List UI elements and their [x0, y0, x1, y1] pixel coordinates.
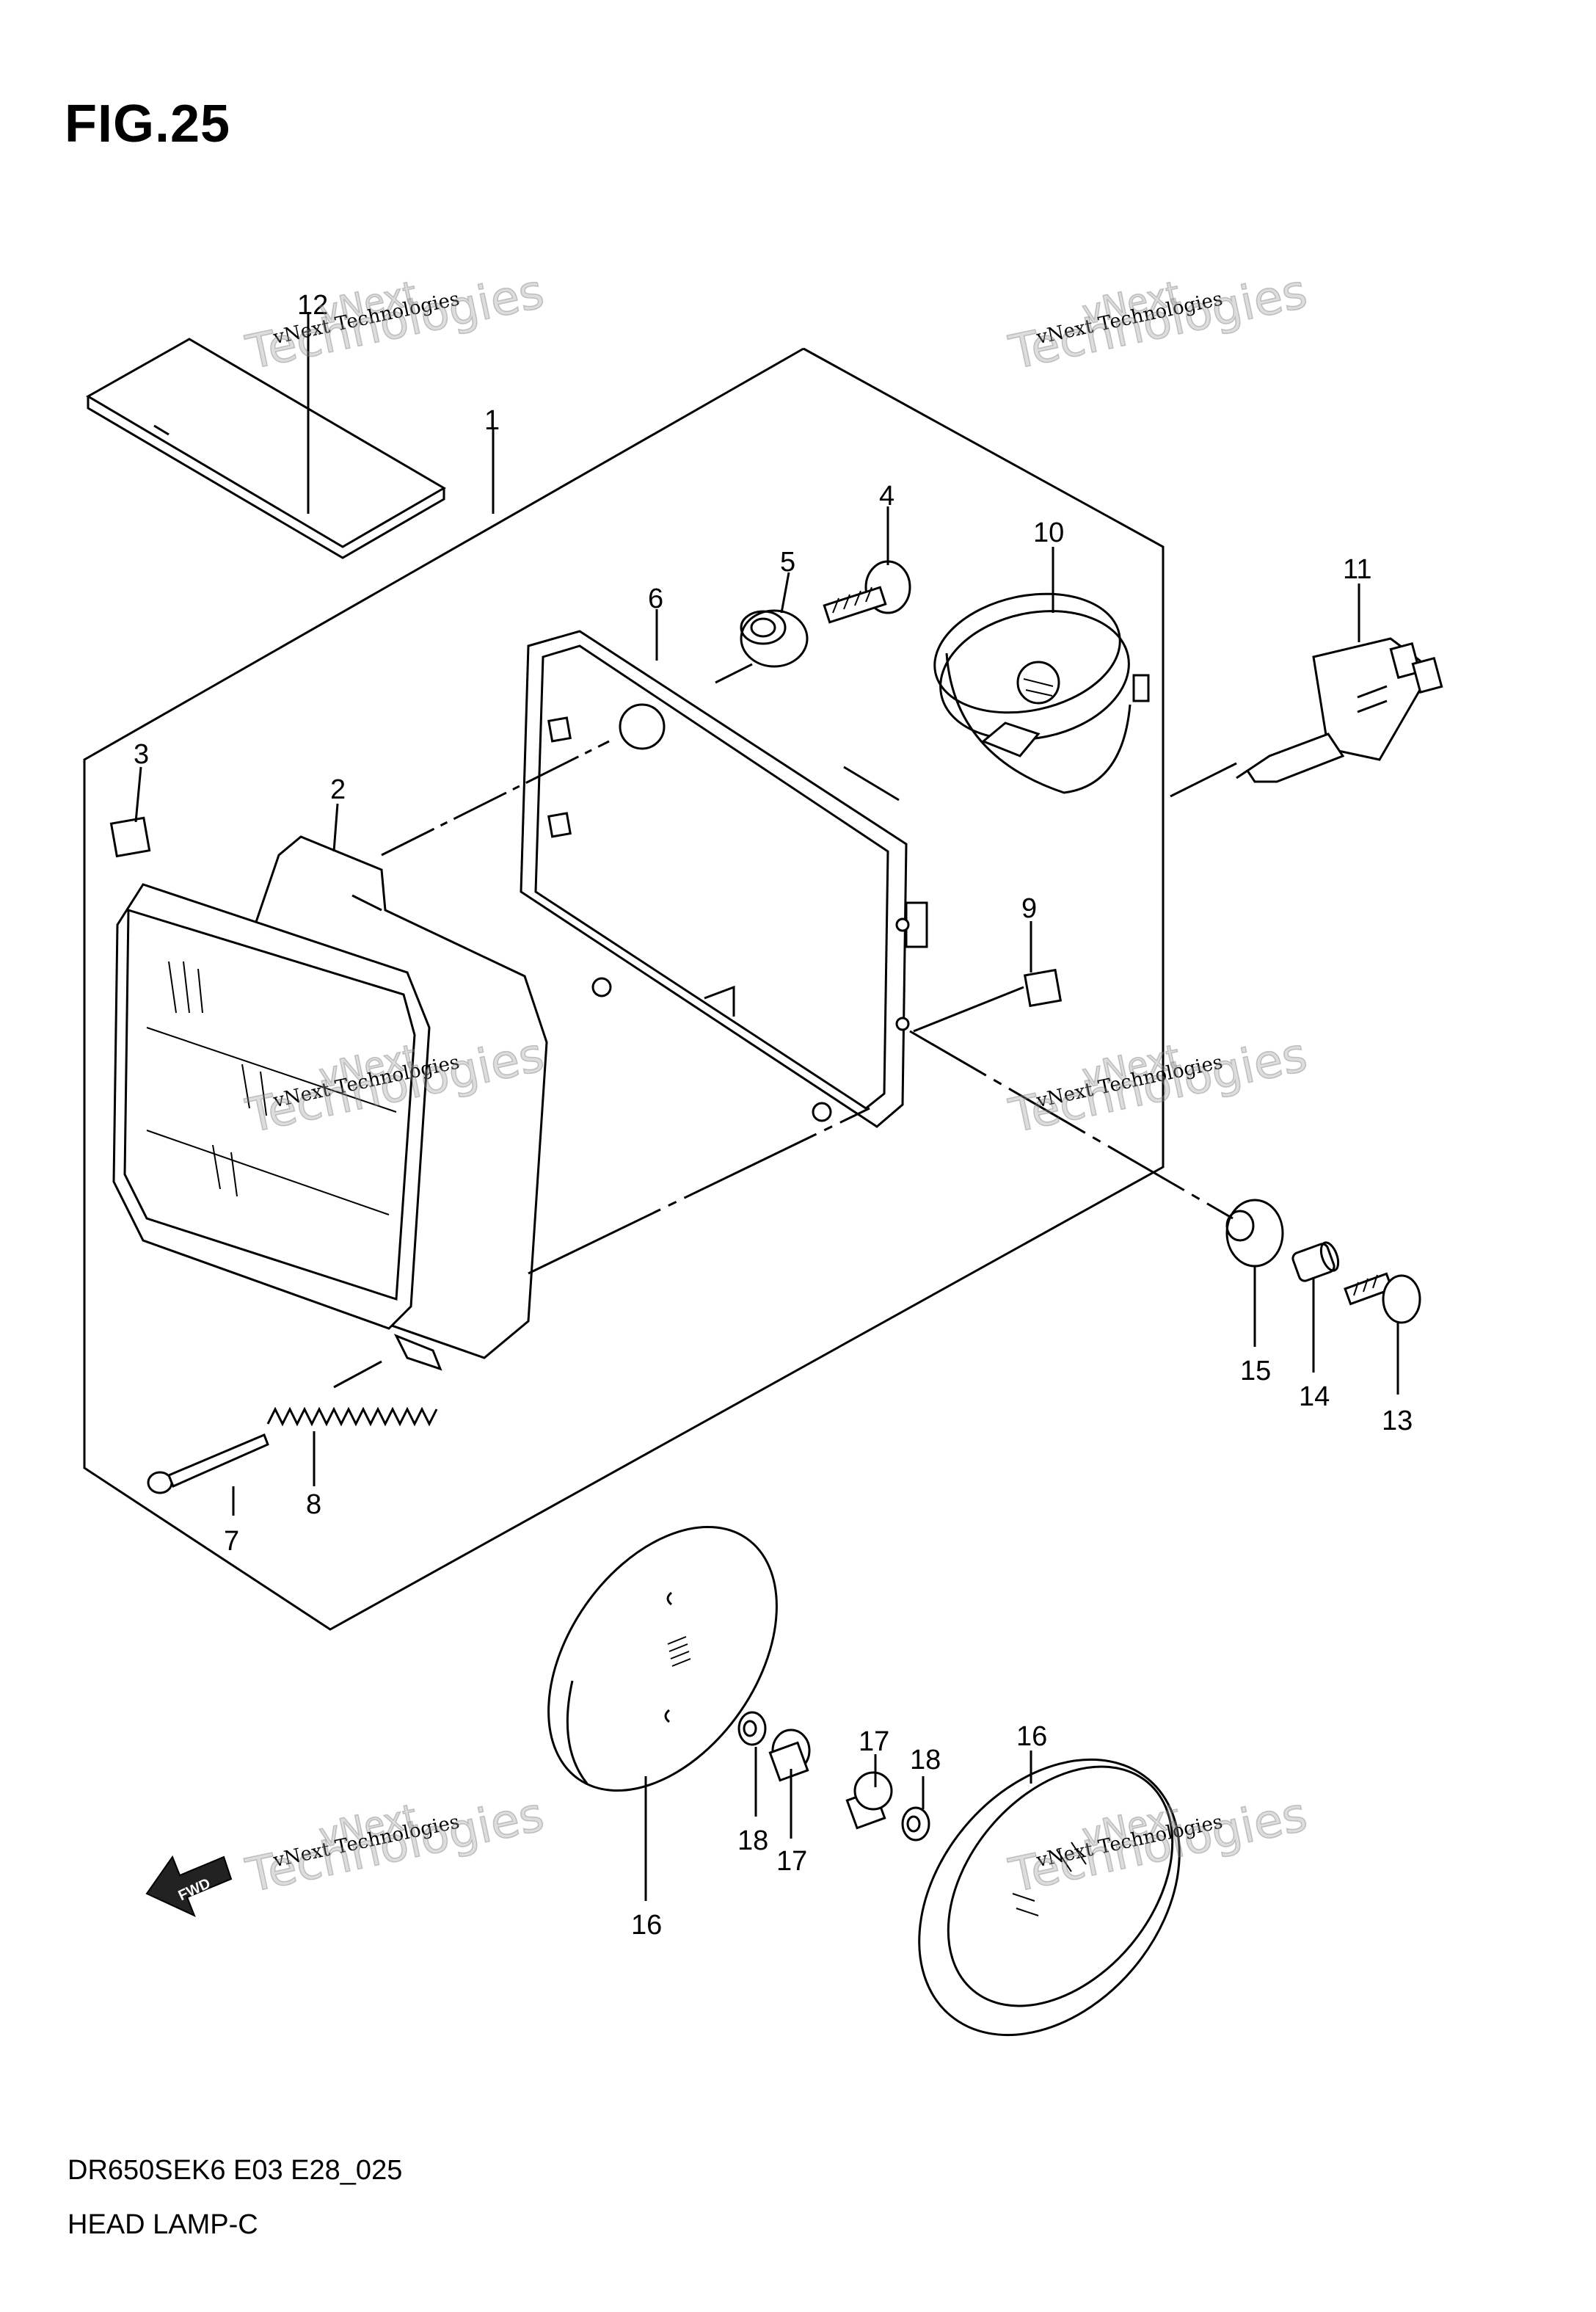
callout-18-upper: 18 — [910, 1745, 941, 1775]
callout-11: 11 — [1343, 554, 1371, 585]
assembly-outline — [83, 347, 1165, 1631]
assembly-lines — [333, 663, 1237, 1389]
callout-17-upper: 17 — [859, 1726, 889, 1757]
part-11-bulb — [1236, 637, 1443, 783]
callout-12: 12 — [297, 290, 328, 321]
part-17-nut-left — [768, 1728, 811, 1782]
part-8-spring — [266, 1406, 438, 1427]
fwd-arrow: FWD — [145, 1855, 233, 1917]
part-3-nut-clip — [109, 816, 151, 858]
part-13-bolt — [1344, 1272, 1421, 1324]
callout-leaders — [134, 312, 1399, 1901]
part-18-washer-right — [901, 1806, 930, 1842]
callout-2: 2 — [330, 774, 346, 805]
callout-3: 3 — [134, 739, 149, 770]
part-17-nut-right — [845, 1771, 893, 1830]
callout-14: 14 — [1299, 1381, 1330, 1412]
callout-16-upper: 16 — [1016, 1721, 1047, 1752]
part-9-nut-clip — [1023, 968, 1063, 1008]
figure-title: FIG.25 — [65, 95, 231, 153]
callout-18-lower: 18 — [737, 1825, 768, 1856]
callout-6: 6 — [648, 584, 663, 614]
callout-16-lower: 16 — [631, 1910, 662, 1941]
callout-8: 8 — [306, 1489, 321, 1520]
part-group-name: HEAD LAMP-C — [68, 2209, 258, 2240]
part-16-cap-left — [547, 1525, 778, 1792]
callout-10: 10 — [1033, 517, 1064, 548]
callout-17-lower: 17 — [776, 1846, 807, 1877]
callout-9: 9 — [1021, 893, 1037, 924]
model-code: DR650SEK6 E03 E28_025 — [68, 2155, 403, 2186]
part-6-frame — [520, 630, 928, 1128]
part-12-label-sheet — [86, 338, 446, 559]
callout-1: 1 — [484, 405, 500, 436]
part-14-collar — [1291, 1241, 1340, 1282]
part-7-adjusting-screw — [147, 1433, 269, 1494]
callout-15: 15 — [1240, 1356, 1271, 1386]
callout-5: 5 — [780, 547, 795, 578]
part-2-headlamp-unit — [112, 835, 548, 1371]
callout-7: 7 — [224, 1526, 239, 1557]
part-16-cover-right — [918, 1758, 1181, 2037]
callout-4: 4 — [879, 481, 894, 512]
part-5-grommet — [740, 609, 809, 668]
part-18-washer-left — [737, 1711, 767, 1746]
part-15-grommet — [1225, 1199, 1284, 1268]
callout-13: 13 — [1382, 1406, 1413, 1436]
part-4-bolt — [823, 560, 911, 624]
part-10-socket-housing — [933, 592, 1150, 794]
